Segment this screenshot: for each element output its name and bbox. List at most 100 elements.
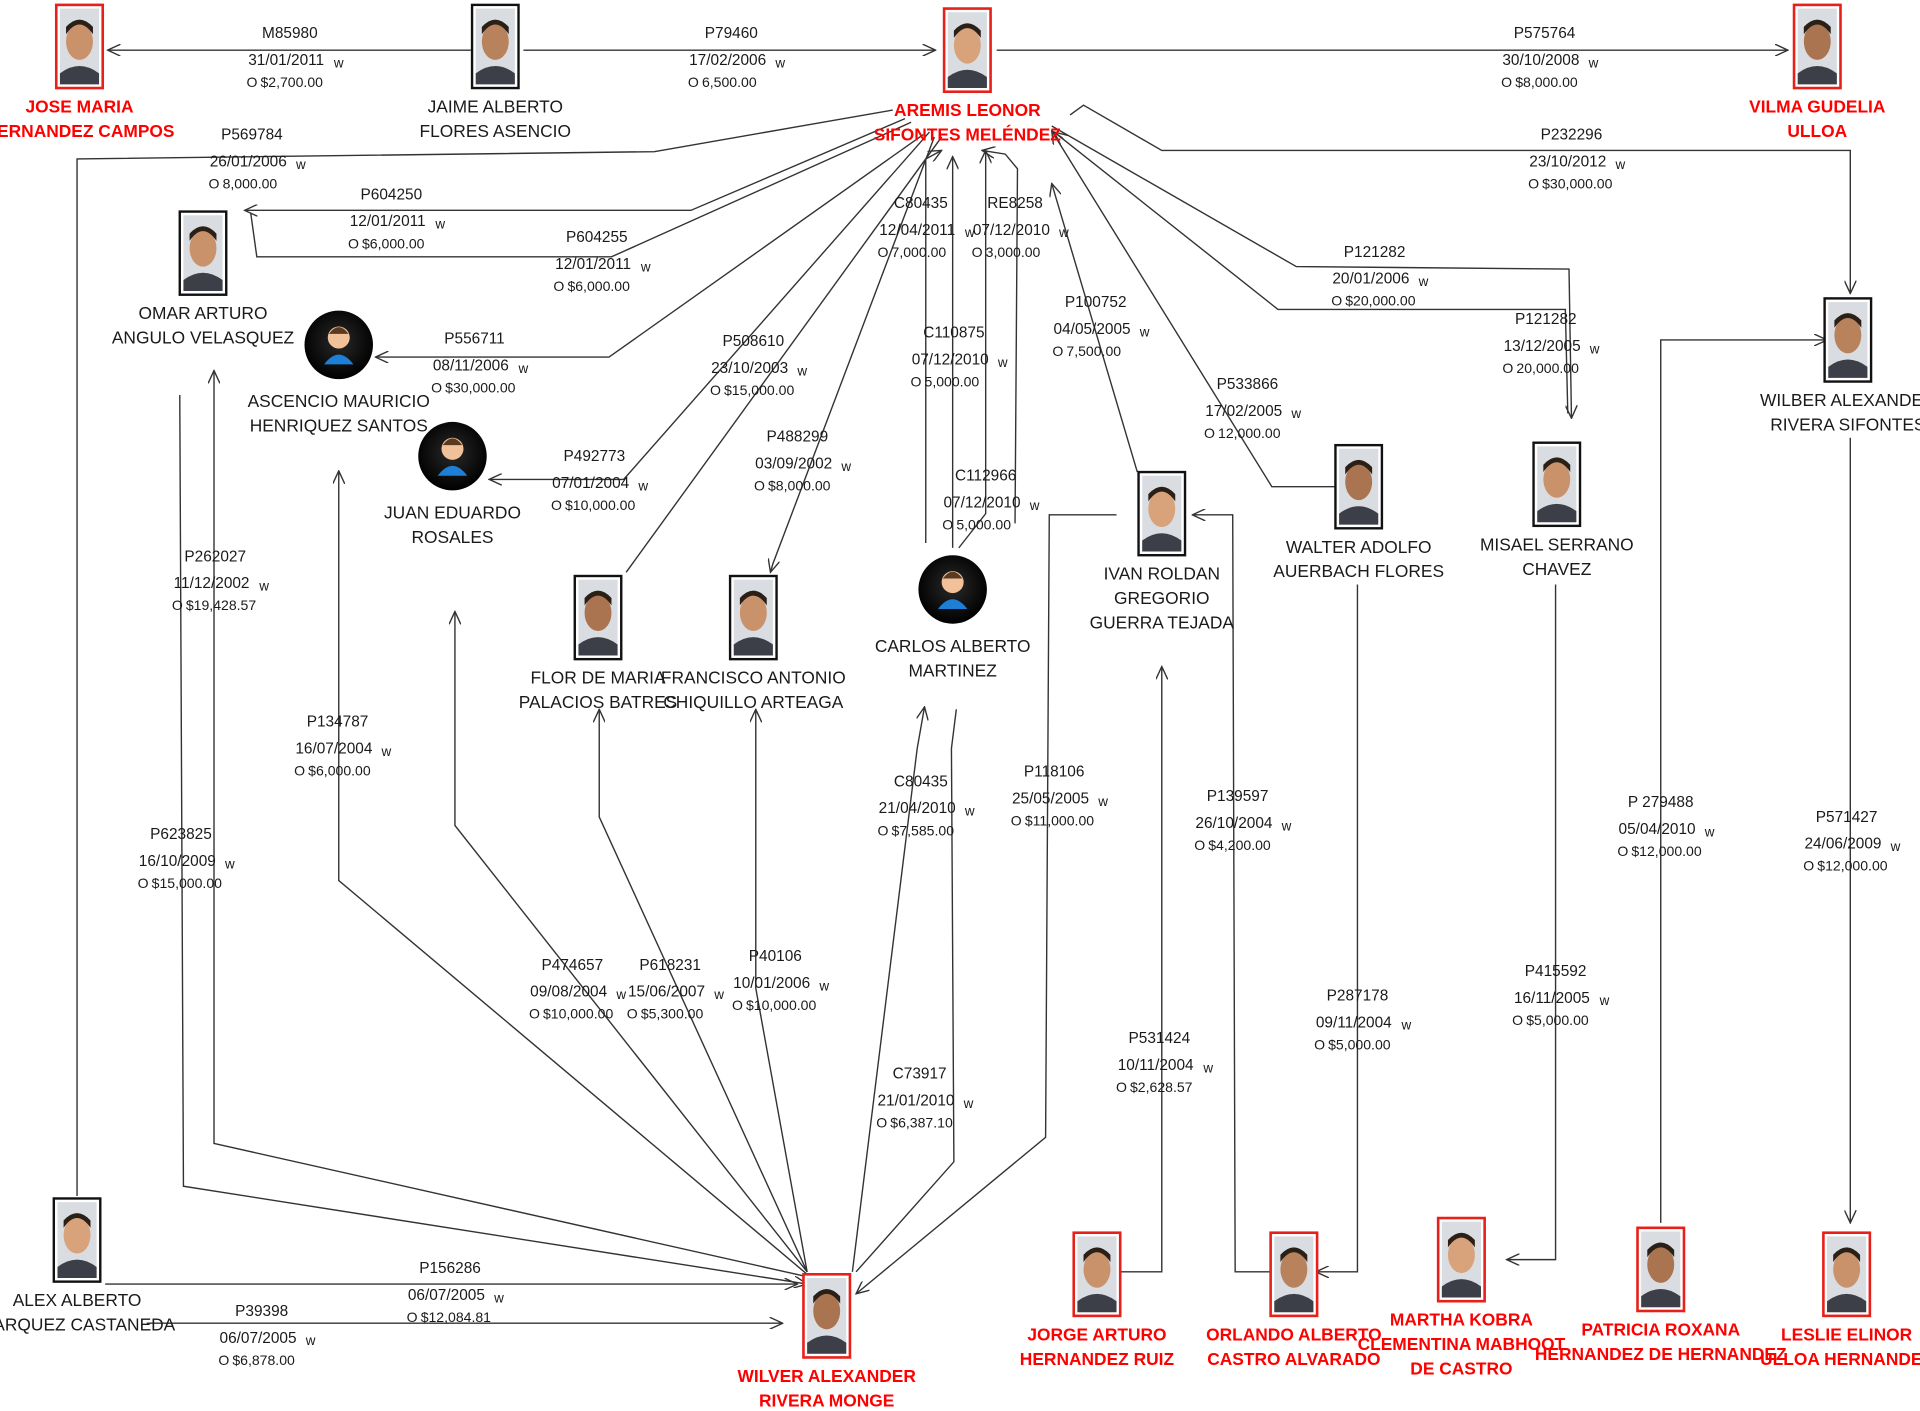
transfer-date: 24/06/2009 — [1804, 836, 1881, 853]
person-name-line: JOSE MARIA — [25, 97, 133, 117]
transfer-reference: P531424 — [1129, 1030, 1191, 1047]
transfer-reference: P79460 — [705, 25, 758, 42]
amount-marker-icon: O — [1052, 343, 1063, 359]
date-suffix: w — [818, 979, 829, 994]
transfer-amount: $15,000.00 — [724, 382, 794, 398]
date-suffix: w — [1614, 157, 1625, 172]
transfer-amount: $8,000.00 — [1515, 74, 1578, 90]
date-suffix: w — [1400, 1018, 1411, 1033]
edge-p618231 — [599, 709, 808, 1273]
transfer-amount: 12,000.00 — [1218, 425, 1281, 441]
edge-p118106 — [856, 514, 1117, 1294]
person-name-line: CASTRO ALVARADO — [1207, 1349, 1380, 1369]
person-name-line: PALACIOS BATRES — [519, 692, 678, 712]
transfer-date: 06/07/2005 — [220, 1330, 297, 1347]
date-suffix: w — [295, 157, 306, 172]
transfer-date: 25/05/2005 — [1012, 790, 1089, 807]
amount-marker-icon: O — [1528, 175, 1539, 191]
edge-re8258 — [982, 150, 1019, 524]
transfer-reference: P262027 — [184, 548, 246, 565]
edge-p100752 — [1052, 183, 1138, 473]
person-name-line: WILVER ALEXANDER — [737, 1366, 916, 1386]
amount-marker-icon: O — [138, 875, 149, 891]
date-suffix: w — [615, 987, 626, 1002]
transfer-date: 09/11/2004 — [1316, 1014, 1392, 1031]
edge-p556711 — [375, 133, 924, 358]
transfer-reference: P623825 — [150, 826, 212, 843]
person-name-line: OMAR ARTURO — [139, 303, 268, 323]
amount-marker-icon: O — [529, 1006, 540, 1022]
transfer-date: 05/04/2010 — [1619, 821, 1696, 838]
edge-p139597 — [1192, 515, 1272, 1273]
person-photo-icon — [470, 3, 520, 90]
person-photo-icon — [1636, 1226, 1686, 1313]
person-photo-icon — [728, 574, 778, 661]
amount-marker-icon: O — [1331, 293, 1342, 309]
node-facca[interactable]: FRANCISCO ANTONIO CHIQUILLO ARTEAGA — [661, 574, 846, 712]
person-name-line: CARLOS ALBERTO — [875, 636, 1031, 656]
transfer-date: 15/06/2007 — [628, 984, 705, 1001]
transfer-date: 12/01/2011 — [555, 256, 631, 273]
amount-marker-icon: O — [1501, 74, 1512, 90]
unknown-person-avatar-icon — [418, 421, 487, 491]
transfer-amount: $10,000.00 — [746, 997, 816, 1013]
edge-p262027 — [179, 395, 807, 1284]
transfer-reference: P156286 — [419, 1260, 481, 1277]
transfer-reference: P604255 — [566, 229, 628, 246]
transfer-reference: C80435 — [894, 195, 948, 212]
transfer-date: 08/11/2006 — [433, 358, 509, 375]
person-name-line: ALEX ALBERTO — [13, 1290, 142, 1310]
person-name-line: HENRIQUEZ SANTOS — [250, 416, 428, 436]
person-name-line: FRANCISCO ANTONIO — [661, 668, 846, 688]
person-name-line: LESLIE ELINOR — [1781, 1324, 1913, 1344]
transfer-reference: C80435 — [894, 773, 948, 790]
amount-marker-icon: O — [710, 382, 721, 398]
transfer-amount: $10,000.00 — [543, 1006, 613, 1022]
transfer-reference: P121282 — [1515, 311, 1577, 328]
amount-marker-icon: O — [1116, 1079, 1127, 1095]
transfer-reference: P415592 — [1525, 963, 1587, 980]
node-aamc[interactable]: ALEX ALBERTOMARQUEZ CASTANEDA — [0, 1197, 176, 1335]
person-name-line: WILBER ALEXANDER — [1760, 390, 1920, 410]
transfer-amount: $4,200.00 — [1208, 837, 1271, 853]
person-name-line: CHIQUILLO ARTEAGA — [663, 692, 843, 712]
transfer-reference: P533866 — [1217, 376, 1279, 393]
transfer-amount: $5,000.00 — [1328, 1036, 1391, 1052]
person-name-line: IVAN ROLDAN — [1104, 564, 1220, 584]
transfer-amount: $20,000.00 — [1345, 293, 1415, 309]
transfer-date: 06/07/2005 — [408, 1287, 485, 1304]
date-suffix: w — [1290, 406, 1301, 421]
date-suffix: w — [1058, 225, 1069, 240]
transfer-date: 21/01/2010 — [877, 1093, 954, 1110]
transfer-amount: 5,000.00 — [956, 517, 1011, 533]
edge-p488299 — [770, 136, 935, 572]
transfer-reference: M85980 — [262, 25, 318, 42]
